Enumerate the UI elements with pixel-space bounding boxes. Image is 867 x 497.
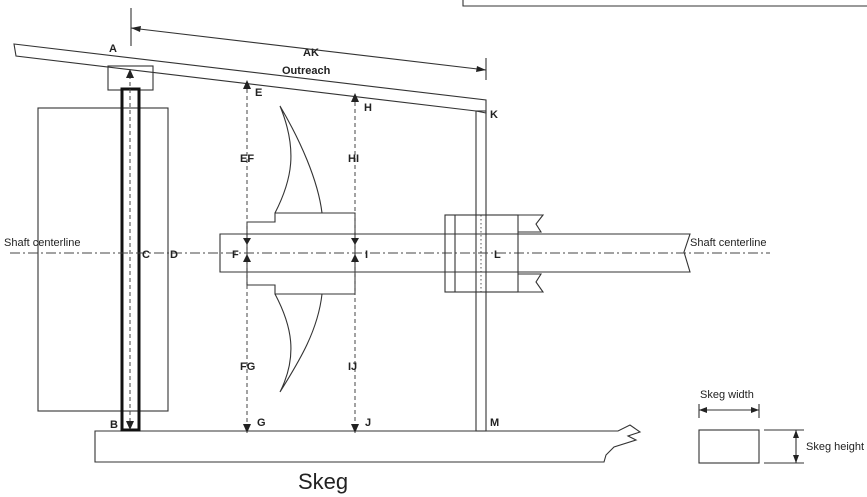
h-arrow [351,93,359,102]
hull-line [13,43,487,114]
strut-palm-lower [518,273,545,293]
g-arrow [243,424,251,433]
label-a: A [109,43,117,55]
skeg-section-box [698,429,760,464]
label-d: D [170,249,178,261]
propeller-shaft [219,233,691,273]
ak-dimension-line [130,27,487,71]
rudder-axis-arrow-bottom [126,421,134,430]
i-arrow-down [351,254,359,262]
f-arrow-up [243,238,251,245]
label-m: M [490,417,499,429]
label-ak: AK [303,47,319,59]
skeg-body [94,424,642,463]
skeg-width-arrow-right [751,407,759,413]
label-l: L [494,249,501,261]
label-hi: HI [348,153,359,165]
rudder-axis-arrow-top [126,69,134,78]
skeg-height-arrow-top [793,430,799,438]
skeg-height-arrow-bottom [793,455,799,463]
j-arrow [351,424,359,433]
label-outreach: Outreach [282,65,331,77]
label-skeg-width: Skeg width [700,389,754,401]
label-ef: EF [240,153,254,165]
label-skeg: Skeg [298,469,348,494]
label-g: G [257,417,266,429]
ak-arrow-left [131,26,141,32]
e-arrow [243,80,251,89]
f-arrow-down [243,254,251,262]
rudder-blade [37,107,169,412]
propeller-blade-lower [274,293,323,393]
label-c: C [142,249,150,261]
label-i: I [365,249,368,261]
skeg-width-arrow-left [699,407,707,413]
label-k: K [490,109,498,121]
ak-arrow-right [476,66,486,72]
label-e: E [255,87,262,99]
label-skeg-height: Skeg height [806,441,864,453]
propeller-blade-upper [274,105,323,214]
strut-bearing [444,214,519,293]
label-shaft-centerline-right: Shaft centerline [690,237,766,249]
label-h: H [364,102,372,114]
label-f: F [232,249,239,261]
label-shaft-centerline-left: Shaft centerline [4,237,80,249]
label-fg: FG [240,361,255,373]
label-j: J [365,417,371,429]
i-arrow-up [351,238,359,245]
top-frame-edge [462,0,867,7]
label-ij: IJ [348,361,357,373]
strut-palm-upper [518,214,545,233]
label-b: B [110,419,118,431]
